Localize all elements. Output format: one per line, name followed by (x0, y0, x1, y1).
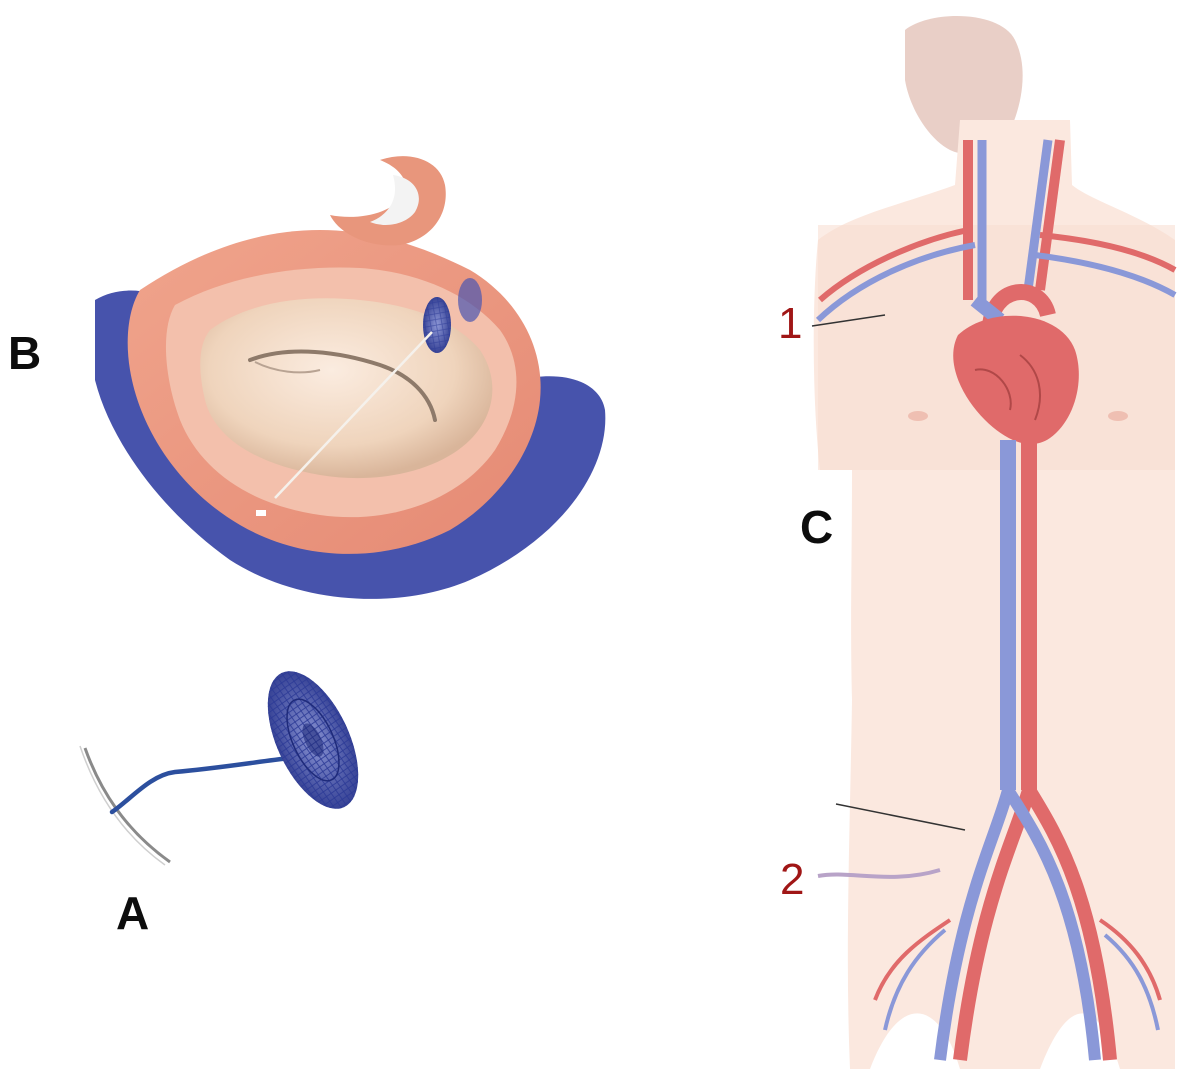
panel-c-vascular-diagram (812, 16, 1175, 1069)
callout-number-2: 2 (780, 858, 804, 902)
panel-label-c: C (800, 504, 833, 550)
panel-b-valve-illustration (95, 156, 605, 599)
panel-a-occluder-device (80, 658, 377, 865)
panel-label-a: A (116, 890, 149, 936)
callout-number-1: 1 (778, 302, 802, 346)
panel-label-b: B (8, 330, 41, 376)
